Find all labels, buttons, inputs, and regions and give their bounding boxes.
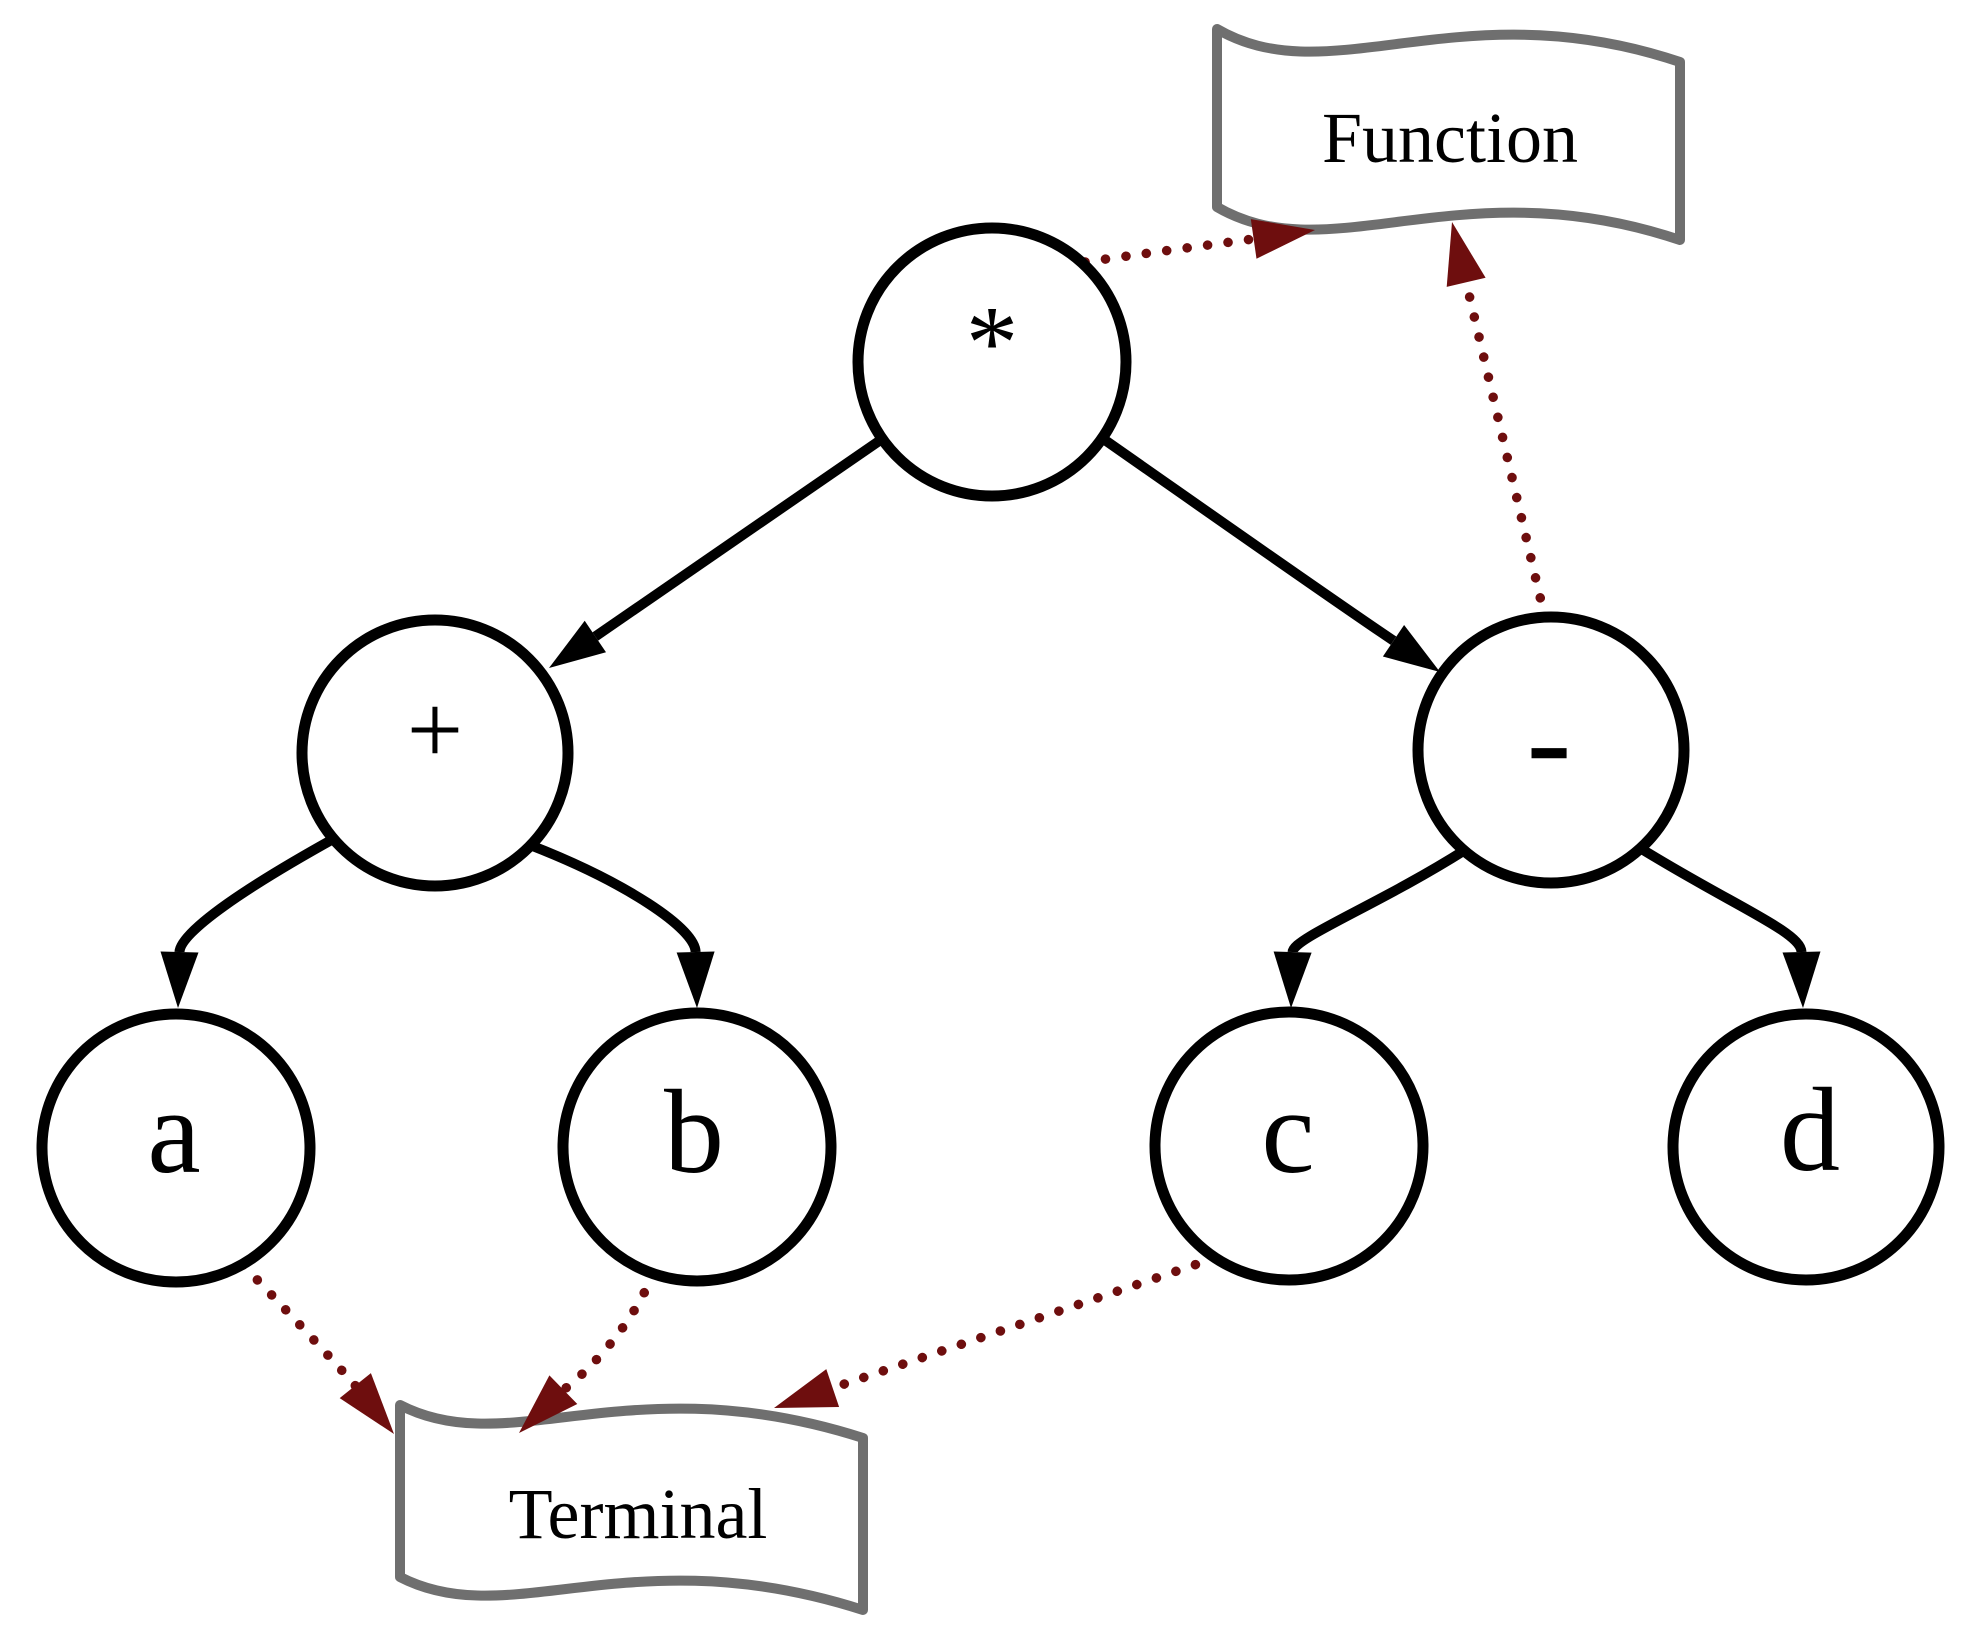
tree-edge-line-mul-add — [592, 434, 885, 641]
banner-shape-terminal — [395, 1400, 868, 1615]
ref-edge-line-b-terminal — [558, 1269, 658, 1395]
node-label-d: d — [1780, 1063, 1840, 1196]
ref-edge-mul-function — [1080, 219, 1315, 267]
tree-edge-line-mul-sub — [1099, 433, 1397, 645]
node-circle-add — [296, 614, 574, 892]
ref-edge-arrowhead-icon-a-terminal — [339, 1373, 394, 1434]
banner-label-terminal: Terminal — [509, 1474, 768, 1554]
tree-edge-arrowhead-icon-mul-add — [549, 620, 606, 668]
tree-edge-sub-d — [1637, 843, 1821, 1008]
ref-edge-arrowhead-icon-mul-function — [1250, 219, 1315, 259]
banner-terminal: Terminal — [395, 1400, 868, 1615]
node-label-c: c — [1261, 1065, 1314, 1198]
ref-edge-line-mul-function — [1080, 234, 1259, 267]
tree-edge-add-a — [160, 833, 338, 1008]
node-circle-c — [1149, 1006, 1429, 1286]
ref-edge-line-sub-function — [1461, 277, 1550, 623]
node-circle-sub — [1412, 611, 1690, 889]
tree-edge-arrowhead-icon-sub-d — [1782, 951, 1821, 1008]
tree-edge-sub-c — [1273, 845, 1468, 1008]
node-c: c — [1149, 1006, 1429, 1286]
node-circle-d — [1667, 1008, 1945, 1286]
banner-shape-function — [1212, 24, 1685, 245]
tree-edge-line-sub-c — [1287, 845, 1468, 954]
tree-edge-mul-add — [549, 434, 885, 668]
ref-edge-arrowhead-icon-c-terminal — [774, 1369, 840, 1408]
node-d: d — [1667, 1008, 1945, 1286]
ref-edge-b-terminal — [519, 1269, 658, 1433]
node-mul: * — [852, 222, 1132, 502]
tree-edge-add-b — [528, 840, 715, 1008]
ref-edge-line-c-terminal — [827, 1253, 1220, 1393]
tree-edge-line-add-b — [528, 840, 701, 953]
node-circle-b — [557, 1007, 837, 1287]
node-a: a — [36, 1008, 316, 1288]
ref-edge-arrowhead-icon-sub-function — [1446, 222, 1486, 287]
banner-label-function: Function — [1322, 98, 1578, 178]
banner-function: Function — [1212, 24, 1685, 245]
ref-edge-a-terminal — [238, 1260, 394, 1434]
node-label-b: b — [664, 1065, 724, 1198]
ref-edge-arrowhead-icon-b-terminal — [519, 1375, 578, 1433]
node-label-add: + — [407, 674, 463, 785]
node-add: + — [296, 614, 574, 892]
tree-edge-arrowhead-icon-mul-sub — [1382, 625, 1440, 672]
node-label-mul: * — [966, 284, 1019, 401]
node-b: b — [557, 1007, 837, 1287]
tree-edge-line-sub-d — [1637, 843, 1807, 954]
tree-edge-mul-sub — [1099, 433, 1440, 672]
tree-edge-arrowhead-icon-sub-c — [1273, 951, 1312, 1008]
node-circle-mul — [852, 222, 1132, 502]
tree-edge-arrowhead-icon-add-b — [676, 951, 715, 1008]
edge-layer — [160, 219, 1821, 1434]
node-circle-a — [36, 1008, 316, 1288]
node-layer: * + - a b c d — [36, 222, 1945, 1288]
node-label-sub: - — [1527, 666, 1572, 815]
node-sub: - — [1412, 611, 1690, 889]
tree-edge-line-add-a — [174, 833, 338, 954]
ref-edge-c-terminal — [774, 1253, 1220, 1408]
ref-edge-sub-function — [1446, 222, 1550, 623]
node-label-a: a — [147, 1065, 200, 1198]
tree-edge-arrowhead-icon-add-a — [160, 951, 199, 1008]
